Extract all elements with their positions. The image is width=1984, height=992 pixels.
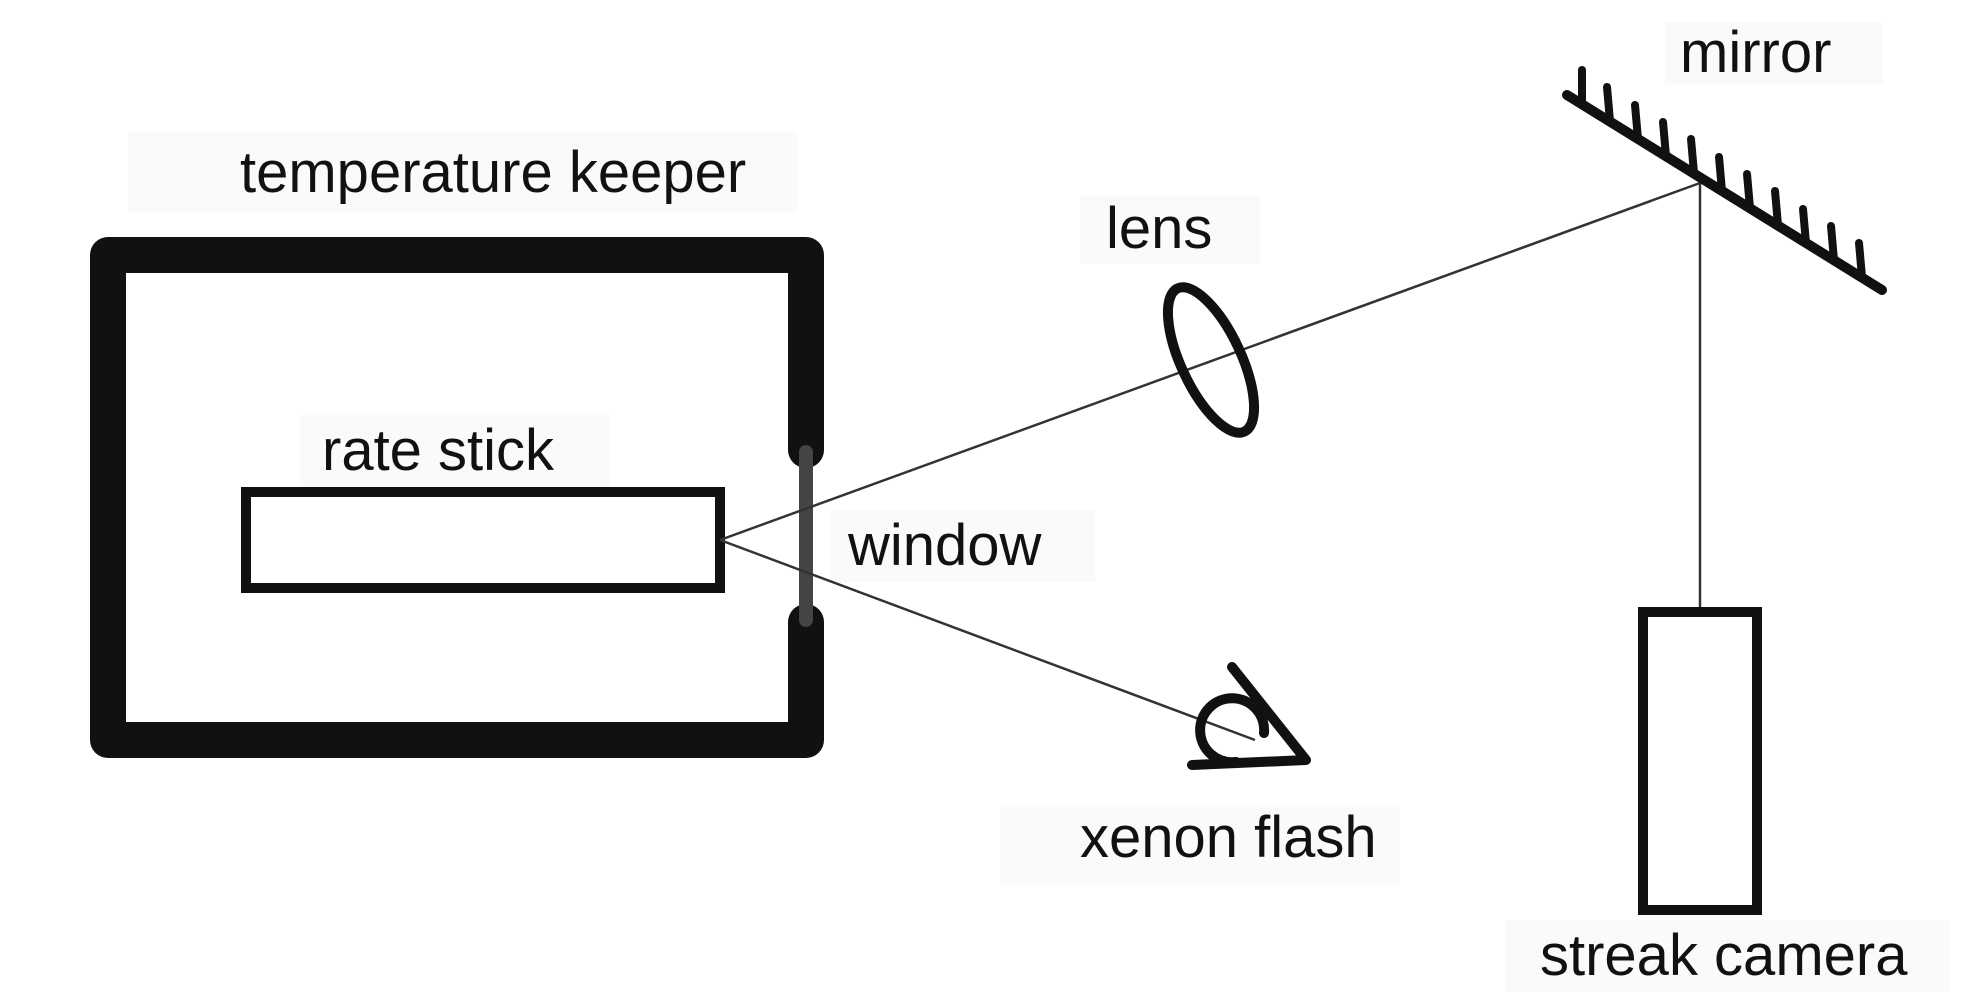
streak-camera-label: streak camera bbox=[1540, 923, 1908, 988]
window-label: window bbox=[847, 513, 1043, 578]
beam-to-xenon-flash bbox=[719, 538, 1256, 742]
streak-camera bbox=[1638, 607, 1762, 915]
temperature-keeper-enclosure bbox=[90, 237, 824, 758]
temperature-keeper-label: temperature keeper bbox=[240, 140, 746, 205]
rate-stick bbox=[241, 487, 725, 593]
label-backgrounds bbox=[128, 22, 1950, 992]
mirror-label: mirror bbox=[1680, 20, 1831, 85]
xenon-flash bbox=[1187, 662, 1311, 770]
beam-to-mirror bbox=[719, 181, 1701, 542]
light-paths bbox=[719, 181, 1702, 742]
lens-label: lens bbox=[1106, 196, 1212, 261]
rate-stick-label: rate stick bbox=[322, 418, 555, 483]
xenon-flash-label: xenon flash bbox=[1080, 805, 1377, 870]
mirror bbox=[1562, 66, 1887, 295]
mirror-hatching bbox=[1578, 66, 1866, 281]
lens bbox=[1162, 282, 1260, 438]
